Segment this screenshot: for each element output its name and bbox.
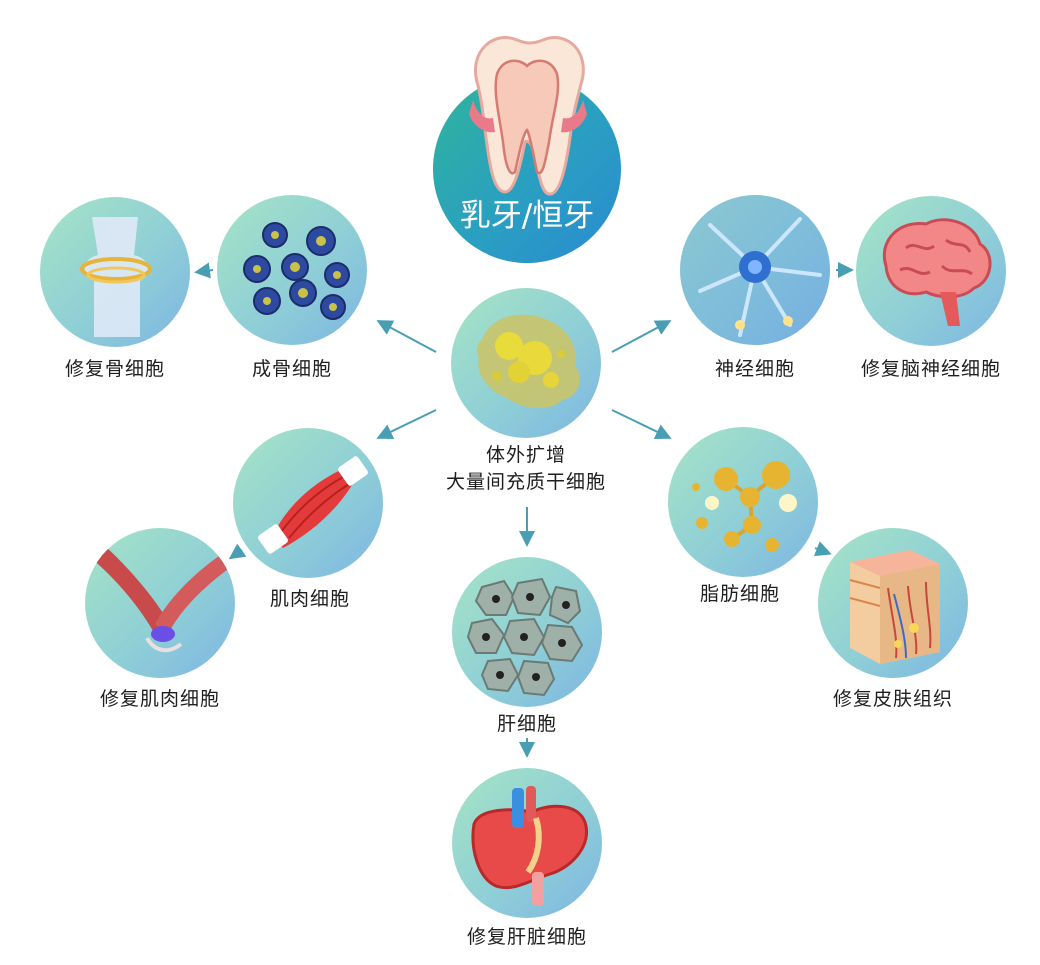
muscle-circle bbox=[233, 428, 383, 578]
center-label-line1: 体外扩增 bbox=[485, 444, 566, 466]
arrow-to-muscle bbox=[376, 409, 437, 439]
osteoblast-cells-icon bbox=[243, 222, 350, 320]
arrow-muscle-to-repair bbox=[228, 543, 247, 560]
repair-brain-label: 修复脑神经细胞 bbox=[860, 358, 1001, 380]
neuron-icon bbox=[680, 195, 830, 345]
neuron-circle bbox=[680, 195, 830, 345]
muscle-fiber-icon bbox=[258, 456, 368, 554]
brain-icon bbox=[882, 218, 992, 326]
stem-cell-icon bbox=[476, 314, 580, 409]
arrow-osteoblast-to-bone bbox=[194, 262, 214, 279]
repair-muscle-label: 修复肌肉细胞 bbox=[99, 688, 220, 710]
fat-cell-circle bbox=[668, 427, 818, 577]
liver-cell-label: 肝细胞 bbox=[496, 713, 557, 735]
repair-brain-circle bbox=[856, 196, 1006, 346]
center-label-line2: 大量间充质干细胞 bbox=[445, 471, 606, 493]
repair-muscle-circle bbox=[85, 528, 235, 678]
repair-skin-circle bbox=[818, 528, 968, 678]
hepatocyte-icon bbox=[466, 577, 584, 697]
repair-bone-label: 修复骨细胞 bbox=[64, 358, 165, 380]
bone-joint-icon bbox=[80, 217, 152, 337]
arrow-fat-to-skin bbox=[813, 541, 832, 557]
liver-icon bbox=[471, 786, 588, 906]
arrow-to-fat bbox=[611, 409, 672, 439]
repair-liver-circle bbox=[452, 768, 602, 918]
hub-title: 乳牙/恒牙 bbox=[459, 198, 595, 234]
repair-liver-label: 修复肝脏细胞 bbox=[466, 926, 587, 948]
repair-bone-circle bbox=[40, 197, 190, 347]
neuron-label: 神经细胞 bbox=[714, 358, 795, 380]
osteoblast-label: 成骨细胞 bbox=[251, 358, 332, 380]
arrow-to-osteoblast bbox=[376, 320, 437, 353]
skin-tissue-icon bbox=[849, 550, 940, 664]
osteoblast-circle bbox=[217, 195, 367, 345]
center-msc-circle bbox=[451, 288, 601, 438]
arrow-to-neuron bbox=[611, 320, 672, 353]
fat-cell-label: 脂肪细胞 bbox=[699, 583, 780, 605]
repair-skin-label: 修复皮肤组织 bbox=[832, 688, 953, 710]
tooth-icon bbox=[469, 36, 587, 196]
elbow-muscle-icon bbox=[91, 546, 235, 653]
liver-cell-circle bbox=[452, 557, 602, 707]
muscle-label: 肌肉细胞 bbox=[269, 588, 350, 610]
fat-molecule-icon bbox=[692, 461, 797, 552]
